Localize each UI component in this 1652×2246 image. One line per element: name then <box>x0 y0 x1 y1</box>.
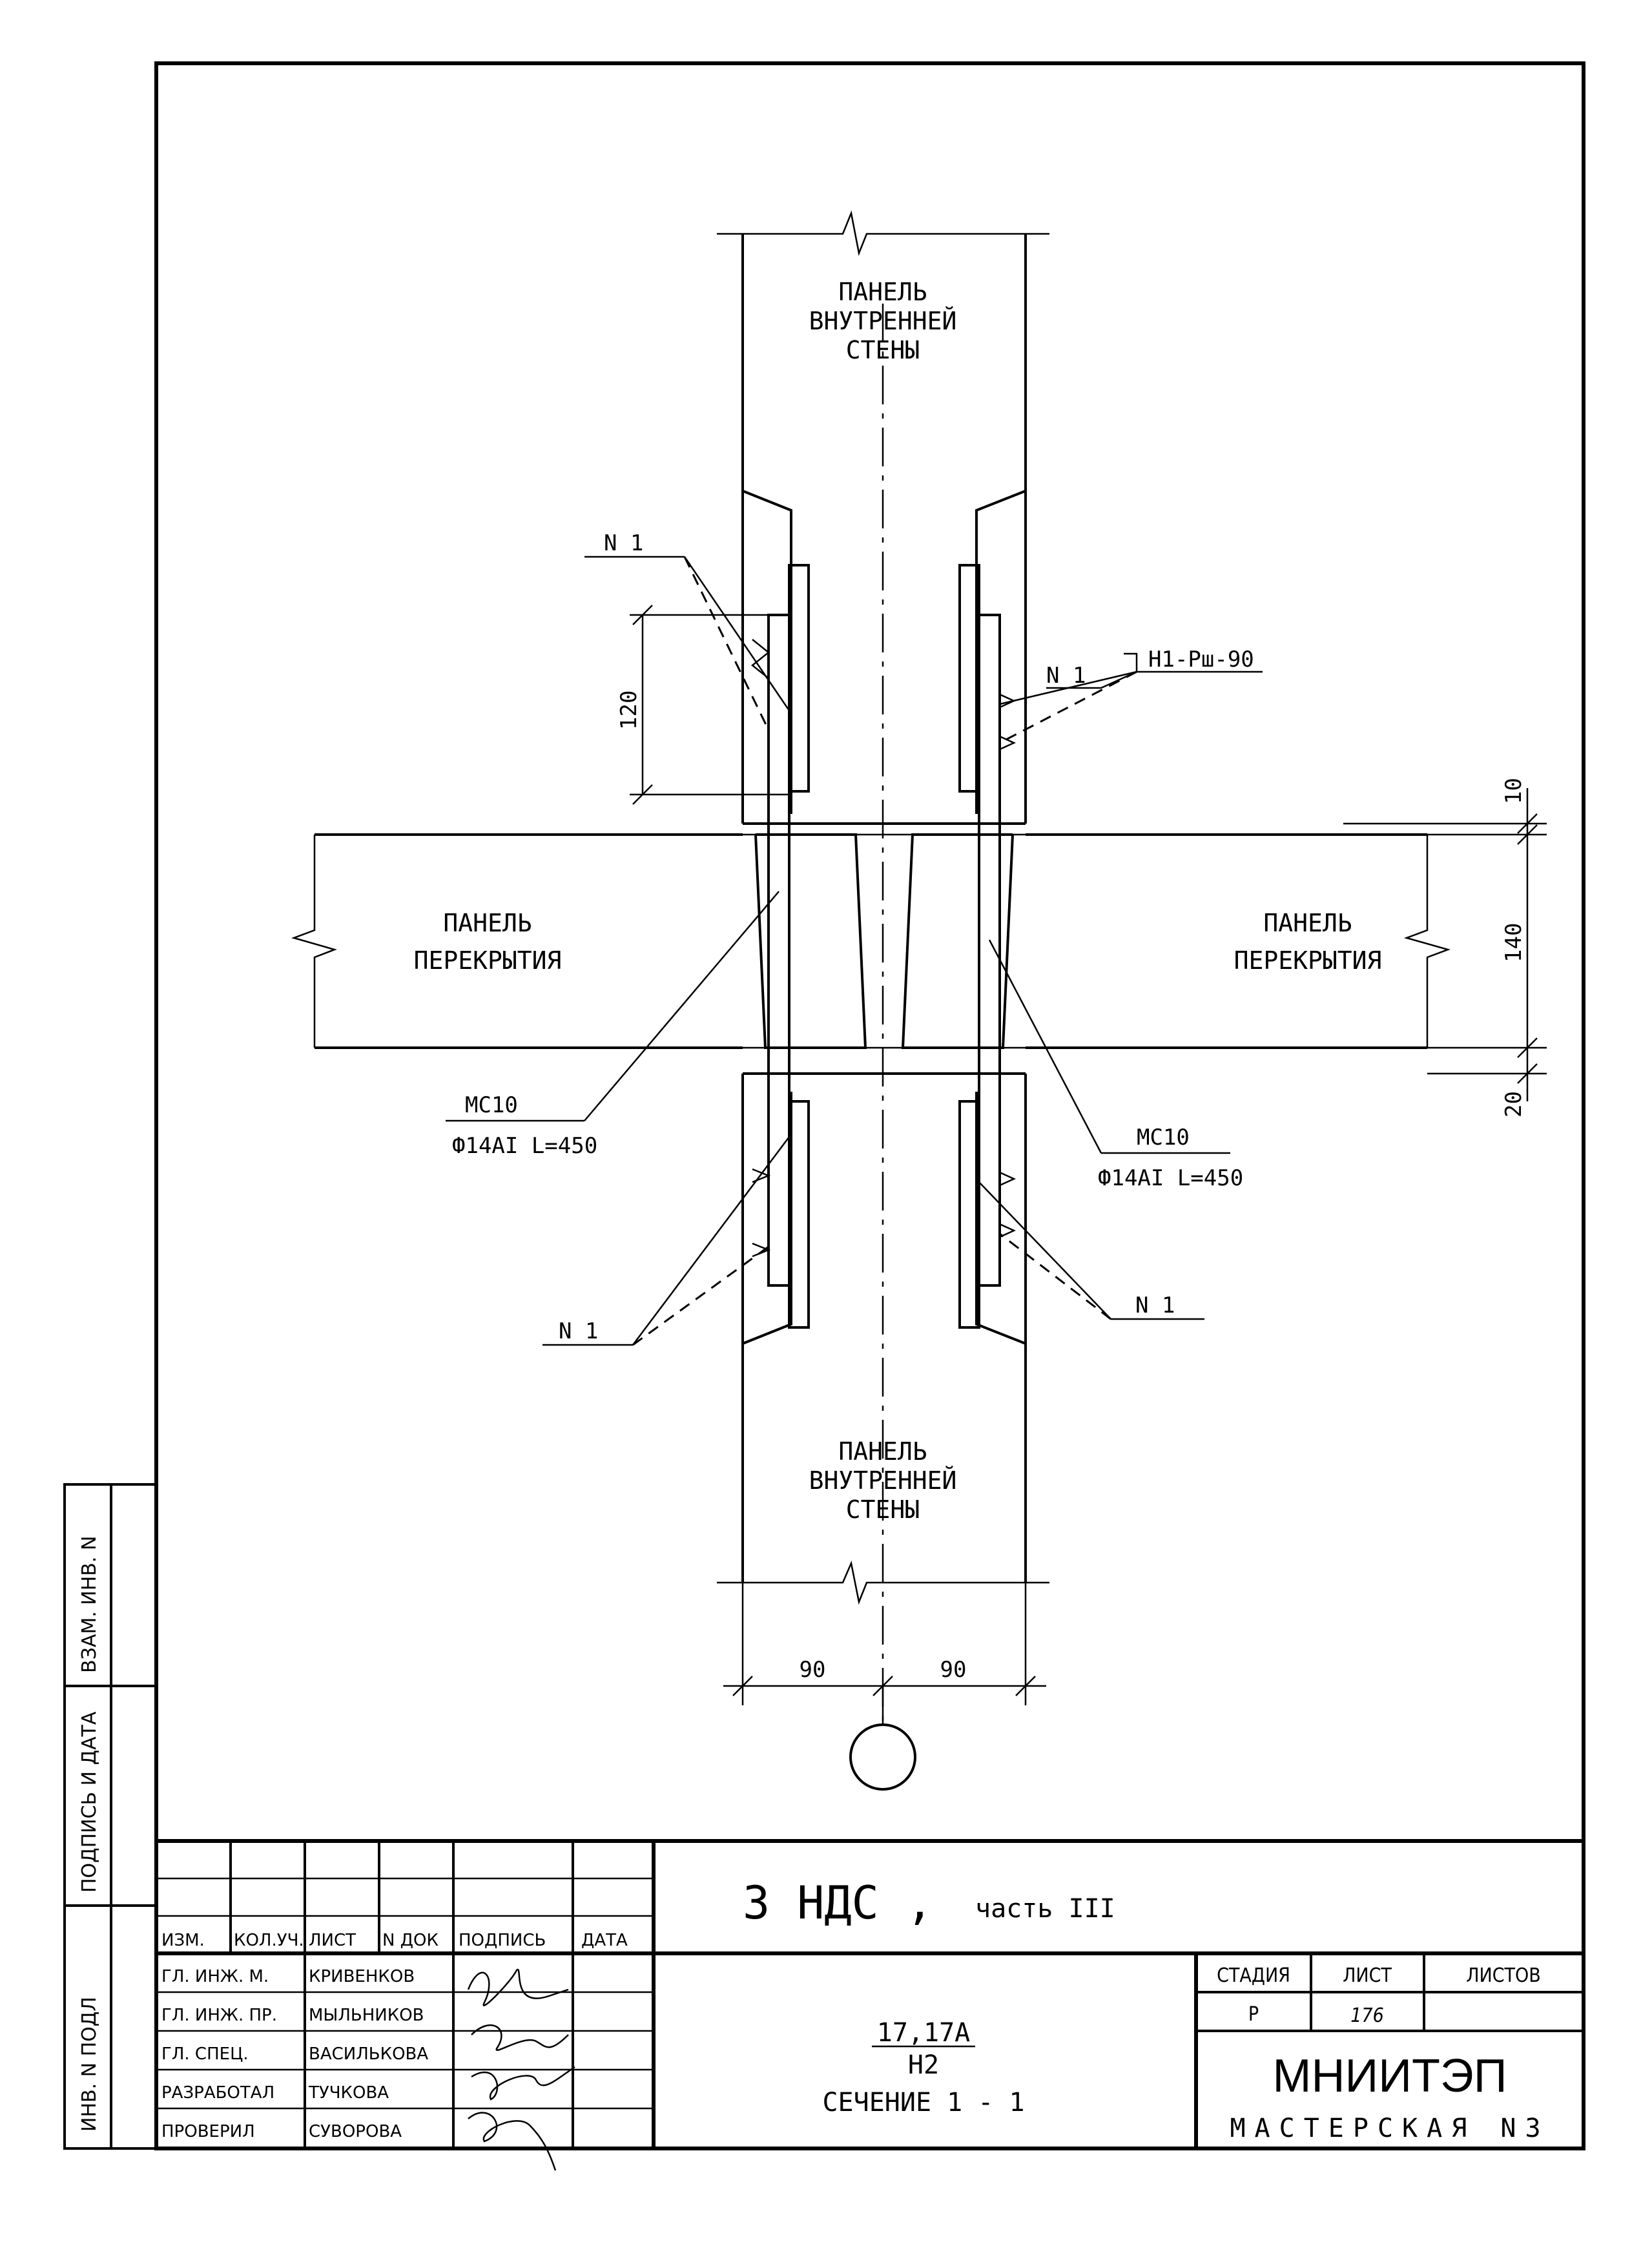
rebar-spec-right: Ф14АI L=450 <box>1098 1165 1243 1191</box>
rebar-callout-left: МС10 Ф14АI L=450 <box>446 891 780 1159</box>
callout-n1-lower-left-text: N 1 <box>559 1318 598 1344</box>
series-number: 17,17А <box>877 2018 971 2048</box>
dimension-90-right-text: 90 <box>940 1657 967 1683</box>
dimension-120-text: 120 <box>616 691 642 730</box>
project-code: 3 НДС , <box>743 1877 933 1929</box>
header-qty: КОЛ.УЧ. <box>234 1931 304 1950</box>
rebar-callout-right: МС10 Ф14АI L=450 <box>988 939 1243 1191</box>
sheets-label: ЛИСТОВ <box>1466 1964 1541 1987</box>
signatures <box>467 1968 575 2171</box>
lower-wall-label-line3: СТЕНЫ <box>846 1495 920 1524</box>
dimension-10-text: 10 <box>1501 778 1527 804</box>
upper-wall-label-line2: ВНУТРЕННЕЙ <box>809 307 957 335</box>
role-chief-engineer-pr: ГЛ. ИНЖ. ПР. <box>161 2006 277 2025</box>
callout-n1-lower-right: N 1 <box>978 1181 1204 1320</box>
side-stamp: ВЗАМ. ИНВ. N ПОДПИСЬ И ДАТА ИНВ. N ПОДЛ <box>63 1483 158 2150</box>
dimension-right-chain: 10 140 20 <box>1343 778 1547 1118</box>
left-floor-label: ПАНЕЛЬ ПЕРЕКРЫТИЯ <box>414 909 562 975</box>
role-chief-specialist: ГЛ. СПЕЦ. <box>161 2044 249 2064</box>
dimension-120: 120 <box>616 605 789 805</box>
dimension-140-text: 140 <box>1501 923 1527 962</box>
callout-n1-lower-right-text: N 1 <box>1135 1293 1175 1318</box>
lower-wall-panel <box>717 1074 1049 1605</box>
right-floor-label-line2: ПЕРЕКРЫТИЯ <box>1234 946 1382 975</box>
stage-value: Р <box>1248 2003 1259 2026</box>
plate-lower-right <box>958 1100 980 1329</box>
lower-wall-label: ПАНЕЛЬ ВНУТРЕННЕЙ СТЕНЫ <box>809 1437 957 1524</box>
dimension-90-left-text: 90 <box>800 1657 826 1683</box>
plate-lower-left <box>788 1100 810 1329</box>
role-chief-engineer-m: ГЛ. ИНЖ. М. <box>161 1967 269 1986</box>
right-floor-label: ПАНЕЛЬ ПЕРЕКРЫТИЯ <box>1234 909 1382 975</box>
side-stamp-signature-date: ПОДПИСЬ И ДАТА <box>78 1711 101 1893</box>
upper-wall-label-line1: ПАНЕЛЬ <box>838 278 927 306</box>
rebar-left <box>767 614 790 1287</box>
header-change: ИЗМ. <box>161 1931 205 1950</box>
left-floor-label-line1: ПАНЕЛЬ <box>443 909 532 937</box>
header-signature: ПОДПИСЬ <box>459 1931 546 1950</box>
rebar-right <box>978 614 1001 1287</box>
rebar-spec-left: Ф14АI L=450 <box>452 1133 597 1159</box>
workshop-name: МАСТЕРСКАЯ N3 <box>1230 2114 1549 2143</box>
stage-label: СТАДИЯ <box>1217 1964 1290 1987</box>
side-stamp-exchange: ВЗАМ. ИНВ. N <box>78 1536 101 1673</box>
callout-n1-lower-left: N 1 <box>542 1136 790 1346</box>
role-checked: ПРОВЕРИЛ <box>161 2122 255 2141</box>
plate-upper-left <box>788 564 810 793</box>
callout-n1-upper-left-text: N 1 <box>604 530 643 556</box>
callout-n1-upper-right: N 1 Н1-Рш-90 <box>999 647 1263 744</box>
side-stamp-inventory: ИНВ. N ПОДЛ <box>78 1997 101 2132</box>
rebar-mark-left: МС10 <box>465 1092 518 1118</box>
left-floor-label-line2: ПЕРЕКРЫТИЯ <box>414 946 562 975</box>
floor-panel-left <box>291 833 743 1049</box>
right-floor-label-line1: ПАНЕЛЬ <box>1263 909 1352 937</box>
lower-wall-label-line1: ПАНЕЛЬ <box>838 1437 927 1466</box>
name-krivenkov: КРИВЕНКОВ <box>309 1967 415 1986</box>
section-title: СЕЧЕНИЕ 1 - 1 <box>822 2088 1024 2117</box>
role-developed: РАЗРАБОТАЛ <box>161 2083 274 2103</box>
axis-marker-circle <box>849 1723 916 1791</box>
callout-n1-upper-left: N 1 <box>584 530 790 731</box>
project-part: часть III <box>975 1894 1115 1924</box>
rebar-mark-right: МС10 <box>1137 1125 1190 1150</box>
sheet-label: ЛИСТ <box>1343 1964 1392 1987</box>
header-doc-no: N ДОК <box>382 1931 439 1950</box>
title-block: ИЗМ. КОЛ.УЧ. ЛИСТ N ДОК ПОДПИСЬ ДАТА ГЛ.… <box>156 1839 1584 2171</box>
header-sheet: ЛИСТ <box>309 1931 356 1950</box>
dimension-bottom-chain: 90 90 <box>723 1583 1046 1791</box>
node-number: Н2 <box>908 2050 939 2080</box>
name-suvorova: СУВОРОВА <box>309 2122 402 2141</box>
callout-n1-upper-right-text: N 1 <box>1046 663 1086 689</box>
weld-seams <box>750 639 1017 1258</box>
embedded-plates <box>788 564 980 1329</box>
dimension-20-text: 20 <box>1501 1091 1527 1118</box>
joint-zone <box>743 822 1026 1075</box>
organization-name: МНИИТЭП <box>1273 2050 1507 2102</box>
upper-wall-label: ПАНЕЛЬ ВНУТРЕННЕЙ СТЕНЫ <box>809 278 957 364</box>
lower-wall-label-line2: ВНУТРЕННЕЙ <box>809 1466 957 1495</box>
plate-upper-right <box>958 564 980 793</box>
upper-wall-panel <box>717 210 1049 824</box>
header-date: ДАТА <box>581 1931 628 1950</box>
name-mylnikov: МЫЛЬНИКОВ <box>309 2006 424 2025</box>
sheet-frame <box>154 61 1585 2150</box>
sheet-value: 176 <box>1350 2004 1384 2027</box>
callout-weld-text: Н1-Рш-90 <box>1148 647 1254 672</box>
name-vasilkova: ВАСИЛЬКОВА <box>309 2044 428 2064</box>
upper-wall-label-line3: СТЕНЫ <box>846 336 920 364</box>
name-tuchkova: ТУЧКОВА <box>308 2083 389 2103</box>
floor-panel-right <box>1026 833 1451 1049</box>
